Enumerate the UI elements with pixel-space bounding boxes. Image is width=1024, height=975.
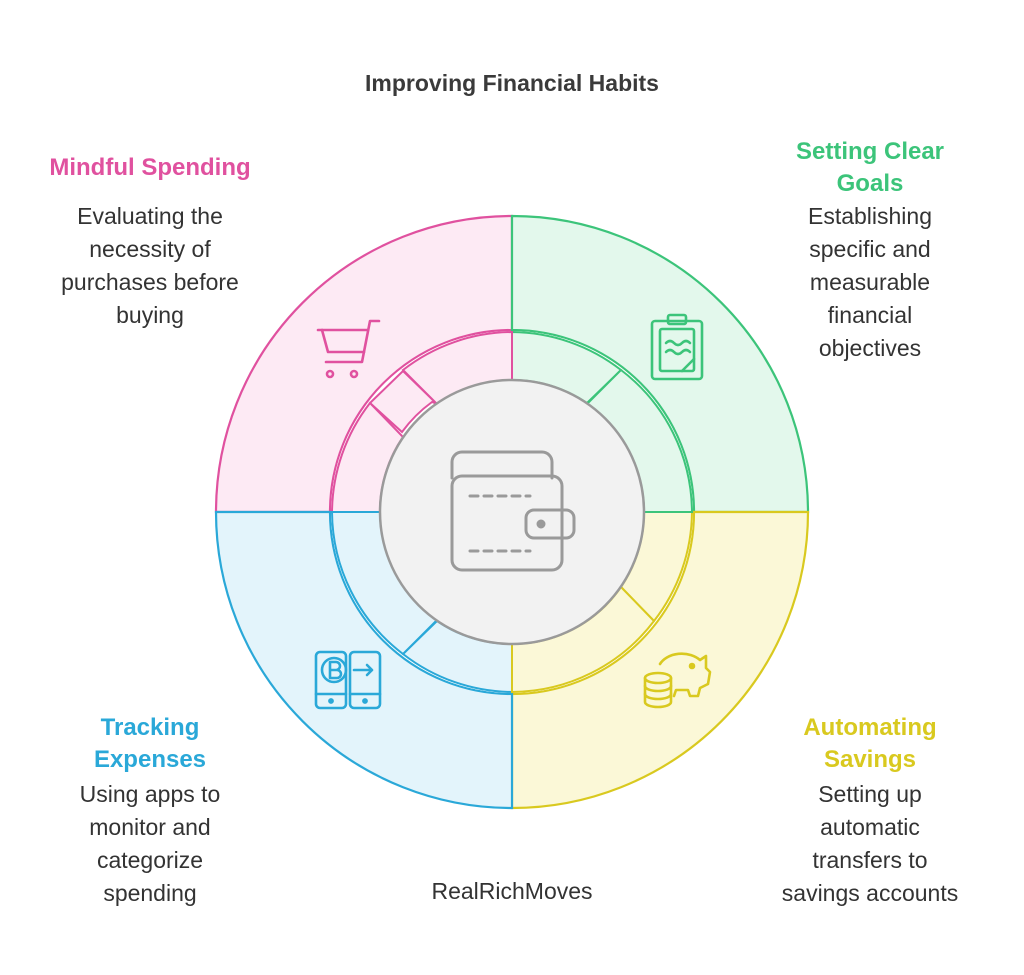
tracking-heading: Tracking Expenses bbox=[93, 714, 207, 773]
goals-heading: Setting Clear Goals bbox=[795, 138, 945, 197]
mindful-description: Evaluating the necessity of purchases be… bbox=[61, 203, 239, 328]
diagram-title: Improving Financial Habits bbox=[365, 70, 659, 96]
quadrant-mindful bbox=[214, 214, 514, 514]
piggy-bank-icon bbox=[643, 652, 712, 709]
mindful-heading: Mindful Spending bbox=[49, 154, 251, 181]
quadrant-savings bbox=[510, 510, 810, 810]
clipboard-icon bbox=[650, 313, 704, 381]
arrow-mindful bbox=[368, 369, 438, 434]
savings-description: Setting up automatic transfers to saving… bbox=[781, 781, 959, 906]
bitcoin-phone-icon bbox=[314, 650, 382, 710]
shopping-cart-icon bbox=[316, 319, 381, 379]
wallet-icon bbox=[450, 450, 576, 572]
savings-heading: Automating Savings bbox=[803, 714, 937, 773]
footer-brand: RealRichMoves bbox=[431, 878, 593, 904]
tracking-description: Using apps to monitor and categorize spe… bbox=[79, 781, 221, 906]
goals-description: Establishing specific and measurable fin… bbox=[807, 203, 933, 361]
center-circle bbox=[378, 378, 646, 646]
quadrant-tracking bbox=[214, 510, 514, 810]
